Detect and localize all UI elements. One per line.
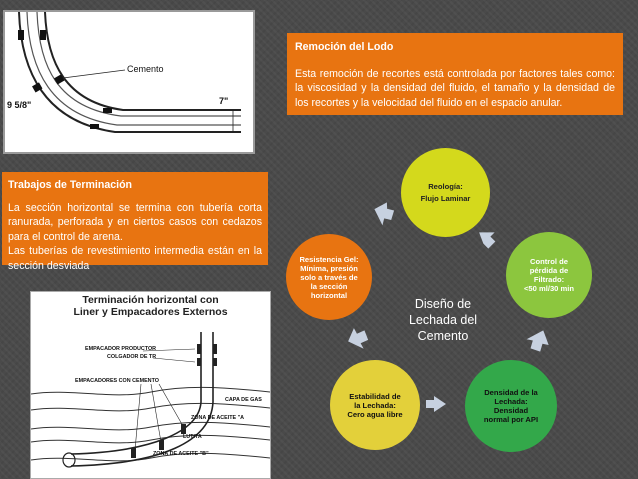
packer-5 [181, 424, 186, 434]
center-line-1: Diseño de [414, 297, 472, 311]
circle-control-filtrado: Control de pérdida de Filtrado: <50 ml/3… [506, 232, 592, 318]
label-9-5-8: 9 5/8" [7, 100, 31, 110]
completion-drawing [31, 332, 270, 468]
cement-block-5 [90, 124, 99, 129]
center-line-2: Lechada del [408, 313, 478, 327]
casing-curve-drawing: Cemento 9 5/8" 7" [7, 11, 241, 133]
cement-block-1 [18, 30, 24, 40]
densidad-line-3: Densidad [493, 406, 529, 415]
diagram-title-line-2: Liner y Empacadores Externos [73, 306, 228, 318]
estabilidad-line-3: Cero agua libre [347, 409, 403, 419]
control-line-3: Filtrado: [533, 275, 565, 284]
label-capa-gas: CAPA DE GAS [225, 397, 262, 403]
formation-line-1 [31, 386, 270, 396]
liner-end [62, 452, 76, 468]
control-line-2: pérdida de [529, 266, 569, 275]
estabilidad-line-1: Estabilidad de [349, 391, 401, 401]
leader-productor [142, 348, 196, 352]
control-line-4: <50 ml/30 min [523, 284, 575, 293]
arrow-control-densidad [526, 330, 549, 352]
remocion-text: Esta remoción de recortes está controlad… [295, 67, 615, 109]
arrow-densidad-estabilidad [426, 396, 446, 412]
packer-6 [159, 440, 164, 450]
label-7: 7" [219, 96, 228, 106]
densidad-line-1: Densidad de la [484, 388, 538, 397]
arrow-resistencia-reologia [374, 202, 395, 226]
label-colgador-tr: COLGADOR DE TR [107, 354, 157, 360]
resistencia-line-4: la sección [310, 281, 348, 291]
label-empacador-productor: EMPACADOR PRODUCTOR [85, 346, 157, 352]
arrow-reologia-control [479, 232, 496, 249]
horizontal-completion-diagram: Terminación horizontal con Liner y Empac… [30, 291, 271, 479]
cement-block-6 [103, 108, 112, 113]
circle-estabilidad: Estabilidad de la Lechada: Cero agua lib… [330, 360, 420, 450]
reologia-label: Reología: [428, 182, 463, 191]
circle-reologia: Reología: Flujo Laminar [401, 148, 490, 237]
inner-pipe-line-a [26, 11, 241, 126]
resistencia-line-1: Resistencia Gel: [299, 254, 359, 264]
formation-line-2 [31, 402, 270, 412]
formation-line-3 [31, 421, 270, 431]
resistencia-line-2: Mínima, presión [300, 263, 358, 273]
casing-cement-figure: Cemento 9 5/8" 7" [3, 10, 255, 154]
outer-casing-line-b [44, 11, 241, 111]
leader-colgador [152, 357, 196, 363]
circle-densidad: Densidad de la Lechada: Densidad normal … [465, 360, 557, 452]
diagram-title: Terminación horizontal con Liner y Empac… [31, 294, 270, 318]
center-line-3: Cemento [417, 329, 469, 343]
label-empacadores-cemento: EMPACADORES CON CEMENTO [75, 378, 159, 384]
estabilidad-line-2: la Lechada: [354, 400, 396, 410]
remocion-title: Remoción del Lodo [295, 41, 394, 53]
cement-block-4 [54, 74, 65, 85]
trabajos-text-2: Las tuberías de revestimiento intermedia… [8, 245, 262, 272]
formation-line-4 [31, 434, 270, 444]
cement-block-3 [32, 82, 43, 93]
label-lutita: LUTITA [183, 434, 202, 440]
resistencia-line-5: horizontal [310, 290, 348, 300]
trabajos-terminacion-box: Trabajos de Terminación La sección horiz… [2, 172, 268, 272]
packer-4 [213, 358, 217, 366]
cemento-leader [62, 69, 126, 79]
leader-empacadores-3 [134, 383, 142, 451]
remocion-lodo-box: Remoción del Lodo Esta remoción de recor… [287, 33, 623, 115]
leader-empacadores-2 [150, 383, 162, 443]
cement-block-2 [40, 30, 46, 40]
label-zona-a: ZONA DE ACEITE "A [191, 415, 245, 421]
circle-resistencia-gel: Resistencia Gel: Mínima, presión solo a … [286, 234, 372, 320]
inner-pipe-line-b [36, 11, 241, 117]
well-casing-outer [70, 332, 202, 455]
trabajos-title: Trabajos de Terminación [8, 179, 133, 191]
densidad-line-4: normal por API [483, 415, 539, 424]
cycle-center-label: Diseño de Lechada del Cemento [398, 296, 488, 344]
densidad-line-2: Lechada: [494, 397, 528, 406]
control-line-1: Control de [530, 257, 568, 266]
packer-7 [131, 448, 136, 458]
arrow-estabilidad-resistencia [348, 328, 369, 349]
trabajos-text-1: La sección horizontal se termina con tub… [8, 201, 262, 243]
diagram-title-line-1: Terminación horizontal con [82, 294, 219, 306]
label-cemento: Cemento [127, 64, 164, 74]
formation-line-5 [31, 452, 270, 462]
reologia-value: Flujo Laminar [420, 194, 471, 203]
label-zona-b: ZONA DE ACEITE "B" [153, 451, 209, 457]
well-casing-inner [70, 332, 214, 467]
leader-empacadores-1 [158, 383, 184, 427]
packer-3 [197, 358, 201, 366]
packer-2 [213, 344, 217, 354]
packer-1 [197, 344, 201, 354]
resistencia-line-3: solo a través de [300, 272, 358, 282]
